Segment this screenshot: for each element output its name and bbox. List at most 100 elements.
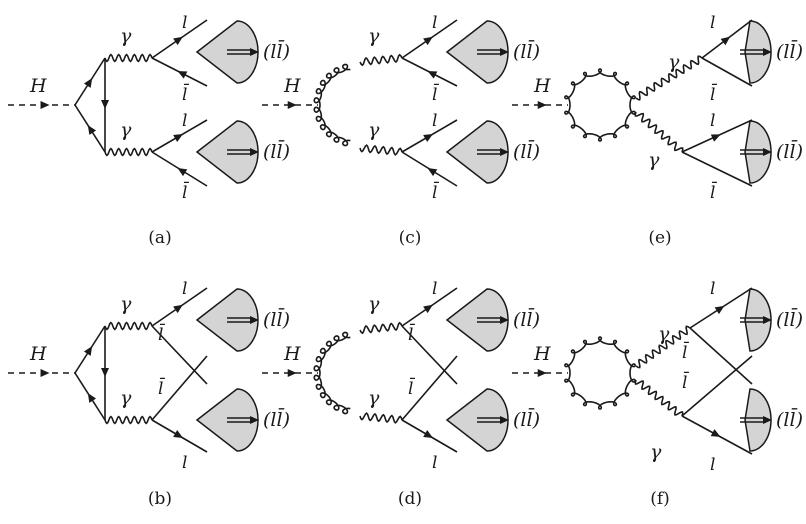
antilepton-top-label: l̄ bbox=[182, 82, 189, 105]
loop-fermion-lower-arrow bbox=[87, 393, 97, 403]
pair-blob-bottom-label: (ll̄) bbox=[513, 139, 540, 163]
antilepton-bottom-label: l̄ bbox=[710, 180, 717, 203]
lepton-top-out-arrow bbox=[423, 304, 433, 314]
higgs-arrow bbox=[287, 101, 297, 109]
pair-blob-top-arrow bbox=[763, 316, 772, 324]
photon-top-label: γ bbox=[120, 293, 132, 315]
antilepton-bottom bbox=[681, 151, 753, 187]
pair-blob-top-arrow bbox=[763, 48, 772, 56]
higgs-label: H bbox=[283, 343, 301, 365]
pair-blob-bottom-arrow bbox=[250, 416, 259, 424]
lepton-bottom-out-arrow bbox=[423, 430, 433, 439]
loop-fermion-lower-arrow bbox=[87, 125, 97, 135]
pair-blob-top-arrow bbox=[500, 48, 509, 56]
caption-a: (a) bbox=[148, 228, 171, 248]
pair-blob-bottom-label: (ll̄) bbox=[776, 139, 803, 163]
photon-top bbox=[104, 53, 153, 63]
pair-blob-top-arrow bbox=[250, 316, 259, 324]
lepton-bottom-out-arrow bbox=[423, 133, 433, 142]
panel-a: Hγγ(ll̄)(ll̄)ll̄ll̄(a) bbox=[8, 13, 290, 248]
pair-blob-top-label: (ll̄) bbox=[263, 307, 290, 331]
lepton-top-label: l bbox=[710, 13, 715, 33]
lepton-bottom-label: l bbox=[182, 111, 187, 131]
lepton-bottom-out-arrow bbox=[173, 430, 183, 439]
loop-fermion-vertical-arrow bbox=[101, 100, 109, 109]
pair-blob-top-label: (ll̄) bbox=[513, 307, 540, 331]
photon-top bbox=[635, 325, 691, 369]
gluon-bubble bbox=[564, 336, 636, 410]
pair-blob-top-label: (ll̄) bbox=[776, 307, 803, 331]
pair-blob-bottom bbox=[195, 388, 259, 452]
lepton-top-out-arrow bbox=[173, 304, 183, 314]
pair-blob-bottom-arrow bbox=[500, 148, 509, 156]
photon-bottom bbox=[634, 111, 684, 153]
pair-blob-top-arrow bbox=[500, 316, 509, 324]
panel-b: Hγγ(ll̄)(ll̄)ll̄l̄l(b) bbox=[8, 279, 290, 509]
antilepton-top-label: l̄ bbox=[682, 340, 689, 363]
higgs-arrow bbox=[537, 101, 547, 109]
lepton-top-label: l bbox=[182, 13, 187, 33]
antilepton-bottom-label: l̄ bbox=[408, 376, 415, 399]
pair-blob-top-label: (ll̄) bbox=[263, 39, 290, 63]
pair-blob-top-label: (ll̄) bbox=[513, 39, 540, 63]
lepton-bottom-label: l bbox=[182, 453, 187, 473]
higgs-arrow bbox=[537, 369, 547, 377]
pair-blob-bottom-arrow bbox=[500, 416, 509, 424]
photon-top-label: γ bbox=[668, 51, 680, 73]
photon-bottom-label: γ bbox=[648, 149, 660, 171]
antilepton-top-label: l̄ bbox=[710, 82, 717, 105]
antilepton-top-arrow bbox=[427, 71, 438, 79]
photon-top-label: γ bbox=[368, 25, 380, 47]
pair-blob-bottom-label: (ll̄) bbox=[776, 407, 803, 431]
antilepton-top-arrow bbox=[177, 71, 188, 79]
higgs-arrow bbox=[40, 101, 50, 109]
gluon-loop bbox=[313, 331, 351, 415]
photon-bottom bbox=[104, 415, 153, 425]
photon-top-label: γ bbox=[658, 323, 670, 345]
lepton-bottom-label: l bbox=[710, 455, 715, 475]
higgs-arrow bbox=[287, 369, 297, 377]
photon-bottom-label: γ bbox=[368, 387, 380, 409]
loop-fermion-upper-arrow bbox=[83, 78, 93, 88]
pair-blob-top bbox=[195, 288, 259, 352]
photon-bottom-label: γ bbox=[120, 387, 132, 409]
antilepton-bottom-label: l̄ bbox=[182, 180, 189, 203]
loop-fermion-upper-arrow bbox=[83, 346, 93, 356]
photon-top bbox=[359, 53, 403, 67]
higgs-arrow bbox=[40, 369, 50, 377]
higgs-label: H bbox=[29, 343, 47, 365]
pair-blob-top bbox=[445, 20, 509, 84]
lepton-top-label: l bbox=[432, 13, 437, 33]
higgs-label: H bbox=[29, 75, 47, 97]
photon-top-label: γ bbox=[120, 25, 132, 47]
pair-blob-bottom-arrow bbox=[250, 148, 259, 156]
lepton-bottom-out-arrow bbox=[710, 134, 721, 142]
photon-top bbox=[635, 55, 703, 101]
lepton-bottom-label: l bbox=[432, 111, 437, 131]
photon-bottom-label: γ bbox=[120, 119, 132, 141]
photon-bottom bbox=[634, 379, 684, 417]
pair-blob-bottom-arrow bbox=[763, 148, 772, 156]
lepton-top-out-arrow bbox=[720, 36, 731, 46]
panel-f: Hγγ(ll̄)(ll̄)ll̄l̄l(f) bbox=[512, 279, 803, 509]
pair-blob-bottom-arrow bbox=[763, 416, 772, 424]
caption-c: (c) bbox=[399, 228, 422, 248]
pair-blob-top bbox=[445, 288, 509, 352]
antilepton-bottom-label: l̄ bbox=[432, 180, 439, 203]
pair-blob-top-arrow bbox=[250, 48, 259, 56]
photon-bottom bbox=[359, 144, 403, 156]
panel-c: Hγγ(ll̄)(ll̄)ll̄ll̄(c) bbox=[262, 13, 540, 248]
panel-e: Hγγ(ll̄)(ll̄)ll̄ll̄(e) bbox=[512, 13, 803, 248]
loop-fermion-vertical-arrow bbox=[101, 368, 109, 377]
antilepton-crossed-2 bbox=[681, 355, 753, 417]
antilepton-crossed-1 bbox=[401, 325, 458, 385]
antilepton-bottom-arrow bbox=[177, 168, 188, 177]
pair-blob-bottom-label: (ll̄) bbox=[513, 407, 540, 431]
photon-top bbox=[104, 321, 153, 331]
lepton-top-out-arrow bbox=[423, 36, 433, 46]
antilepton-crossed-2 bbox=[151, 355, 208, 421]
pair-blob-bottom bbox=[445, 388, 509, 452]
antilepton-top-label: l̄ bbox=[432, 82, 439, 105]
lepton-top-out-arrow bbox=[714, 305, 725, 315]
